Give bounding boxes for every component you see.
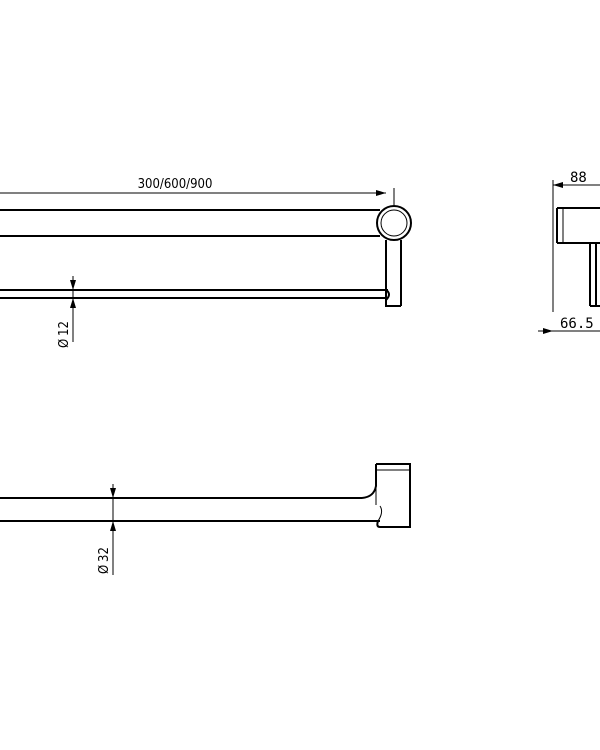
dia32-value: 32	[97, 547, 112, 562]
lower-rail-end	[385, 289, 401, 307]
mounting-block	[376, 463, 411, 528]
front-elevation-view: 300/600/900 Ø 12	[0, 177, 412, 348]
block-curve-detail	[377, 505, 383, 522]
dia32-arrow-bottom	[110, 521, 116, 531]
dia32-arrow-top	[110, 488, 116, 498]
bracket-outer-circle	[376, 205, 412, 241]
depth66-label: 66.5	[560, 316, 594, 332]
side-view: 88 66.5	[538, 170, 600, 334]
dia32-label-group: Ø 32	[97, 547, 112, 574]
length-dim-arrow	[376, 190, 386, 196]
dia12-value: 12	[57, 321, 72, 336]
dia12-label-group: Ø 12	[57, 321, 72, 348]
depth88-label: 88	[570, 170, 587, 186]
depth88-arrow	[553, 182, 563, 188]
dia12-arrow-top	[70, 280, 76, 290]
dia12-arrow-bottom	[70, 298, 76, 308]
length-dimension-label: 300/600/900	[138, 177, 213, 192]
dia32-symbol: Ø	[97, 565, 112, 574]
depth66-arrow	[543, 328, 553, 334]
plan-view: Ø 32	[0, 463, 411, 575]
dia12-symbol: Ø	[57, 339, 72, 348]
bracket-inner-circle	[380, 209, 408, 237]
rail-bend-top	[361, 464, 377, 499]
